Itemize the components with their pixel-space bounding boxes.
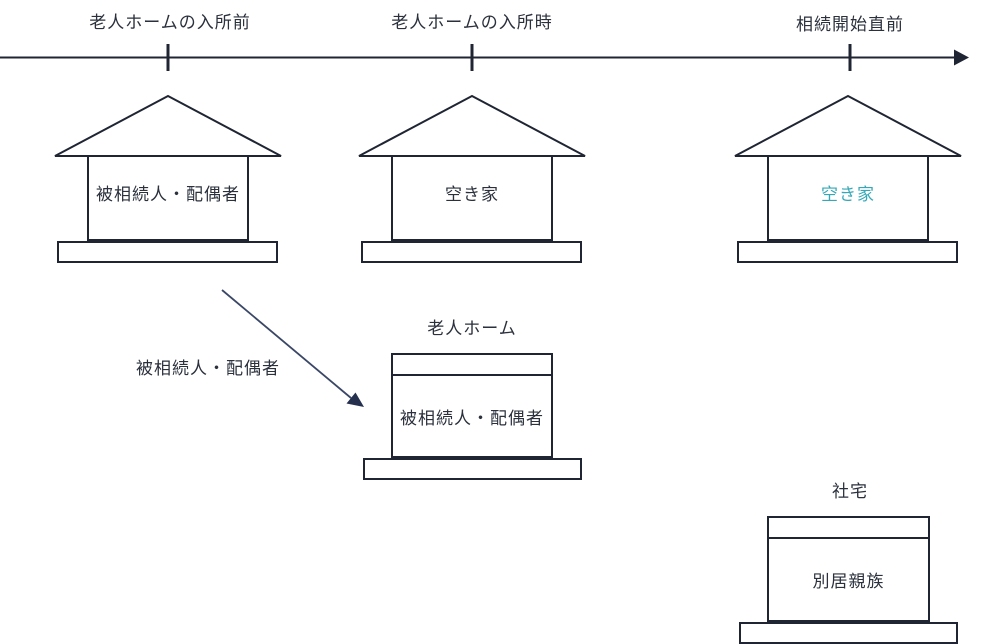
milestone-label-before-admission: 老人ホームの入所前 xyxy=(89,13,251,32)
move-arrow-line xyxy=(221,289,352,399)
house-at-admission: 空き家 xyxy=(391,157,553,241)
house-occupant-label: 被相続人・配偶者 xyxy=(96,184,240,204)
house-base xyxy=(57,241,278,263)
company-housing-base xyxy=(739,622,958,644)
timeline-arrowhead-icon xyxy=(954,49,969,66)
nursing-home-roof-band xyxy=(391,353,553,376)
house-occupant-label: 空き家 xyxy=(445,184,499,204)
house-base xyxy=(361,241,582,263)
house-before-inheritance: 空き家 xyxy=(767,157,929,241)
milestone-label-at-admission: 老人ホームの入所時 xyxy=(391,13,553,32)
company-housing-building: 別居親族 xyxy=(767,539,930,622)
nursing-home-occupant-label: 被相続人・配偶者 xyxy=(400,408,544,428)
company-housing-roof-band xyxy=(767,516,930,539)
house-occupant-label-vacant: 空き家 xyxy=(821,184,875,204)
nursing-home-building: 被相続人・配偶者 xyxy=(391,376,553,458)
nursing-home-base xyxy=(363,458,582,480)
move-arrowhead-icon xyxy=(346,392,364,407)
company-housing-title: 社宅 xyxy=(832,482,868,501)
house-roof-icon xyxy=(54,94,282,157)
house-roof-icon xyxy=(358,94,586,157)
house-base xyxy=(737,241,958,263)
house-roof-icon xyxy=(734,94,962,157)
house-before-admission: 被相続人・配偶者 xyxy=(87,157,249,241)
milestone-label-before-inheritance: 相続開始直前 xyxy=(796,15,904,34)
company-housing-occupant-label: 別居親族 xyxy=(812,572,885,591)
nursing-home-title: 老人ホーム xyxy=(427,319,517,338)
move-arrow-label: 被相続人・配偶者 xyxy=(136,359,280,378)
